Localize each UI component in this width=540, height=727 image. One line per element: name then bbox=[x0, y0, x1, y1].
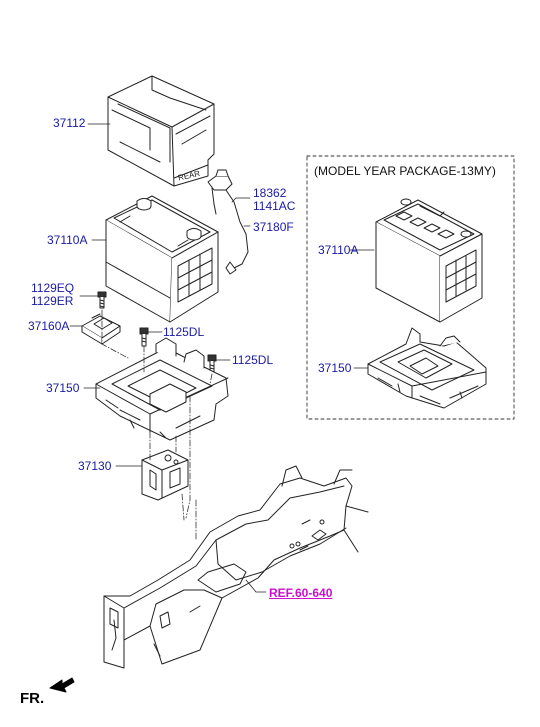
front-direction-arrow bbox=[49, 677, 75, 693]
battery[interactable] bbox=[105, 195, 219, 323]
label-37112[interactable]: 37112 bbox=[53, 116, 86, 130]
model-year-package-box bbox=[306, 155, 515, 420]
label-pkg-37110A[interactable]: 37110A bbox=[318, 243, 359, 257]
label-1141AC[interactable]: 1141AC bbox=[253, 199, 296, 213]
label-18362[interactable]: 18362 bbox=[253, 186, 287, 200]
label-37180F[interactable]: 37180F bbox=[253, 220, 294, 234]
front-direction-label: FR. bbox=[20, 690, 45, 707]
label-1129EQ[interactable]: 1129EQ bbox=[31, 281, 75, 295]
package-title: (MODEL YEAR PACKAGE-13MY) bbox=[314, 164, 496, 178]
leader-lines bbox=[69, 123, 375, 593]
body-side-member[interactable] bbox=[103, 465, 369, 669]
label-37130[interactable]: 37130 bbox=[78, 459, 112, 473]
label-1125DL-1[interactable]: 1125DL bbox=[163, 325, 205, 339]
label-1129ER[interactable]: 1129ER bbox=[31, 294, 74, 308]
assembly-center-lines bbox=[101, 309, 213, 541]
battery-screw[interactable] bbox=[97, 291, 107, 309]
label-1125DL-2[interactable]: 1125DL bbox=[232, 353, 274, 367]
ref-link[interactable]: REF.60-640 bbox=[269, 586, 333, 600]
tray-bolt-1[interactable] bbox=[139, 327, 149, 347]
battery-insulation-cover[interactable]: REAR bbox=[107, 75, 215, 187]
battery-tray[interactable] bbox=[95, 337, 229, 441]
battery-clamp[interactable] bbox=[81, 313, 121, 345]
battery-sensor-cable[interactable] bbox=[207, 169, 249, 275]
battery-tray-bracket[interactable] bbox=[141, 449, 189, 501]
label-37160A[interactable]: 37160A bbox=[28, 319, 70, 333]
package-battery[interactable] bbox=[375, 198, 483, 323]
label-37150[interactable]: 37150 bbox=[46, 381, 80, 395]
label-pkg-37150[interactable]: 37150 bbox=[318, 361, 352, 375]
label-37110A[interactable]: 37110A bbox=[47, 233, 88, 247]
package-battery-tray[interactable] bbox=[367, 327, 487, 409]
